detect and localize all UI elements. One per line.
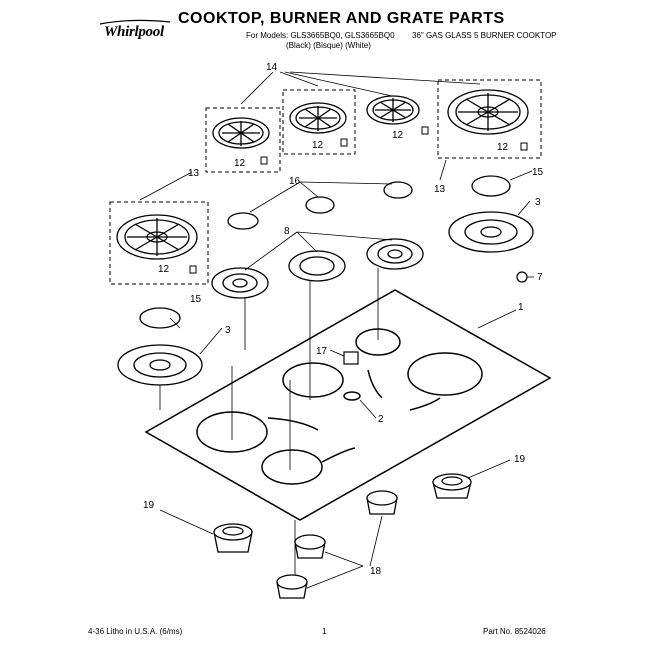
color-variants: (Black) (Bisque) (White) [286, 41, 371, 50]
burner-grate-4 [447, 89, 529, 135]
knob-3 [276, 574, 308, 599]
callout-12-a: 12 [234, 158, 246, 169]
footer-part-number: Part No. 8524026 [483, 627, 546, 636]
large-burner-cap-parts [139, 175, 511, 329]
callout-16: 16 [289, 176, 301, 187]
callout-3-a: 3 [535, 197, 541, 208]
models-line: For Models: GLS3665BQ0, GLS3665BQ0 [246, 31, 395, 40]
callout-14: 14 [266, 62, 278, 73]
callout-12-c: 12 [392, 130, 404, 141]
callout-12-b: 12 [312, 140, 324, 151]
grate-box-2 [282, 89, 356, 155]
callout-15-b: 15 [190, 294, 202, 305]
knob-1 [213, 523, 253, 553]
grate-box-1 [205, 107, 281, 173]
callout-17: 17 [316, 346, 328, 357]
knob-5 [432, 473, 472, 499]
callout-8: 8 [284, 226, 290, 237]
grate-foot-parts [189, 126, 528, 274]
callout-7: 7 [537, 272, 543, 283]
burner-grate-5 [116, 214, 198, 260]
glass-cooktop [144, 289, 552, 521]
callout-19-a: 19 [143, 500, 155, 511]
callout-19-b: 19 [514, 454, 526, 465]
callout-1: 1 [518, 302, 524, 313]
page-title: COOKTOP, BURNER AND GRATE PARTS [178, 10, 505, 27]
screw-part [516, 271, 528, 283]
leader-lines [139, 71, 534, 589]
callout-12-d: 12 [497, 142, 509, 153]
callout-3-b: 3 [225, 325, 231, 336]
alignment-lines [159, 268, 379, 575]
burner-base-parts [211, 238, 424, 299]
footer-page-number: 1 [322, 627, 327, 636]
callout-13-b: 13 [434, 184, 446, 195]
callout-12-e: 12 [158, 264, 170, 275]
product-description: 36" GAS GLASS 5 BURNER COOKTOP [412, 31, 557, 40]
burner-cap-parts [227, 181, 413, 230]
callout-15-a: 15 [532, 167, 544, 178]
logo-swoosh [99, 19, 171, 25]
callout-13-a: 13 [188, 168, 200, 179]
control-knob-parts [213, 473, 472, 599]
igniter-part [343, 351, 359, 365]
burner-grate-1 [212, 117, 270, 149]
callout-2: 2 [378, 414, 384, 425]
callout-18: 18 [370, 566, 382, 577]
grate-box-left [109, 201, 209, 285]
brand-logo: Whirlpool [104, 24, 164, 40]
burner-grate-3 [366, 95, 420, 125]
knob-4 [366, 490, 398, 515]
footer-litho: 4-36 Litho in U.S.A. (6/ms) [88, 627, 183, 636]
grate-box-4 [437, 79, 542, 159]
knob-2 [294, 534, 326, 559]
burner-grate-2 [289, 102, 347, 134]
